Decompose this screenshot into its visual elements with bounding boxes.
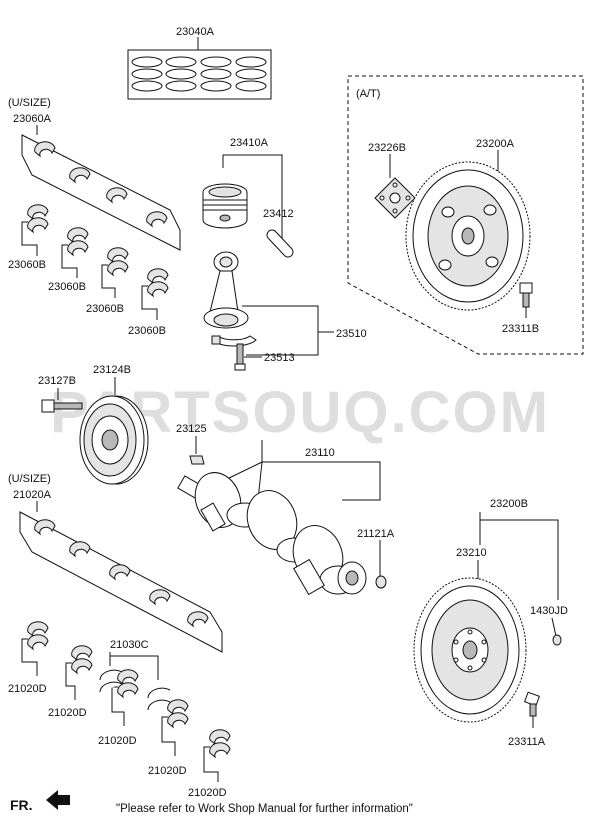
- bearing-shell-a2: [69, 167, 91, 184]
- label-23412[interactable]: 23412: [263, 208, 294, 220]
- label-23311A[interactable]: 23311A: [508, 736, 546, 748]
- rod-cap[interactable]: [211, 335, 257, 347]
- pulley-bolt[interactable]: [41, 399, 83, 413]
- label-21030C[interactable]: 21030C: [110, 639, 149, 651]
- label-23200B[interactable]: 23200B: [490, 498, 528, 510]
- rod-bearing-b4[interactable]: [147, 268, 169, 298]
- label-23510[interactable]: 23510: [336, 328, 367, 340]
- main-shell-5: [187, 611, 209, 628]
- rod-bearing-b1[interactable]: [27, 204, 49, 234]
- piston-rings-set[interactable]: [127, 49, 272, 100]
- main-bearing-d2[interactable]: [71, 645, 93, 675]
- direction-label: FR.: [10, 797, 33, 813]
- label-21020D-4[interactable]: 21020D: [148, 765, 187, 777]
- label-at-group: (A/T): [356, 88, 380, 100]
- main-bearing-d5[interactable]: [209, 729, 231, 759]
- connecting-rod[interactable]: [203, 251, 249, 329]
- label-21020D-2[interactable]: 21020D: [48, 707, 87, 719]
- rod-bearing-set-usize[interactable]: [21, 134, 181, 251]
- bearing-shell-a4: [146, 211, 168, 228]
- at-group: [347, 75, 584, 355]
- label-23311B[interactable]: 23311B: [502, 323, 539, 335]
- piston-ring-4: [235, 56, 267, 92]
- flywheel[interactable]: [413, 577, 527, 723]
- crankshaft[interactable]: [177, 466, 367, 596]
- main-bearing-set-usize[interactable]: [19, 511, 223, 653]
- footnote: "Please refer to Work Shop Manual for fu…: [116, 803, 413, 815]
- bearing-shell-a1: [34, 141, 56, 158]
- label-21121A[interactable]: 21121A: [357, 528, 395, 540]
- piston-pin[interactable]: [266, 229, 294, 258]
- drive-plate[interactable]: [405, 161, 531, 311]
- label-23040A[interactable]: 23040A: [176, 26, 215, 38]
- label-23060A[interactable]: 23060A: [13, 113, 52, 125]
- shim-plate[interactable]: [374, 177, 416, 219]
- main-shell-4: [149, 589, 171, 606]
- piston[interactable]: [202, 183, 248, 229]
- main-shell-1: [34, 519, 56, 536]
- rod-bearing-b2[interactable]: [67, 227, 89, 257]
- label-23110[interactable]: 23110: [305, 447, 335, 459]
- label-23060B-2[interactable]: 23060B: [48, 281, 86, 293]
- label-23513[interactable]: 23513: [264, 352, 295, 364]
- fr-arrow-icon: [46, 790, 70, 810]
- rod-bolt[interactable]: [234, 343, 246, 371]
- label-23210[interactable]: 23210: [456, 547, 487, 559]
- piston-ring-3: [200, 56, 232, 92]
- drive-plate-bolt[interactable]: [519, 282, 533, 308]
- piston-ring-1: [131, 56, 163, 92]
- dowel-pin[interactable]: [552, 634, 562, 646]
- thrust-washers[interactable]: [99, 669, 171, 711]
- crankshaft-pulley[interactable]: [79, 395, 149, 485]
- label-23060B-4[interactable]: 23060B: [128, 325, 166, 337]
- label-usize-bottom: (U/SIZE): [8, 473, 51, 485]
- flywheel-bolt[interactable]: [524, 691, 540, 717]
- label-23060B-3[interactable]: 23060B: [86, 303, 124, 315]
- main-bearing-d3[interactable]: [117, 669, 139, 699]
- main-bearing-d4[interactable]: [167, 699, 189, 729]
- label-23125[interactable]: 23125: [176, 423, 207, 435]
- rod-bearing-b3[interactable]: [107, 247, 129, 277]
- woodruff-key[interactable]: [189, 455, 205, 465]
- label-23410A[interactable]: 23410A: [230, 137, 269, 149]
- label-23124B[interactable]: 23124B: [93, 364, 131, 376]
- bearing-shell-a3: [106, 187, 128, 204]
- label-21020D-3[interactable]: 21020D: [98, 735, 137, 747]
- main-shell-2: [69, 541, 91, 558]
- label-21020D-1[interactable]: 21020D: [8, 683, 47, 695]
- label-usize-top: (U/SIZE): [8, 97, 51, 109]
- label-23060B-1[interactable]: 23060B: [8, 259, 46, 271]
- label-23200A[interactable]: 23200A: [476, 138, 515, 150]
- label-23226B[interactable]: 23226B: [368, 142, 406, 154]
- pilot-bushing[interactable]: [375, 575, 387, 589]
- piston-ring-2: [165, 56, 197, 92]
- main-bearing-d1[interactable]: [27, 621, 49, 651]
- label-21020D-5[interactable]: 21020D: [188, 787, 227, 799]
- label-21020A[interactable]: 21020A: [13, 489, 52, 501]
- label-23127B[interactable]: 23127B: [38, 375, 76, 387]
- main-shell-3: [109, 564, 131, 581]
- label-1430JD[interactable]: 1430JD: [530, 605, 568, 617]
